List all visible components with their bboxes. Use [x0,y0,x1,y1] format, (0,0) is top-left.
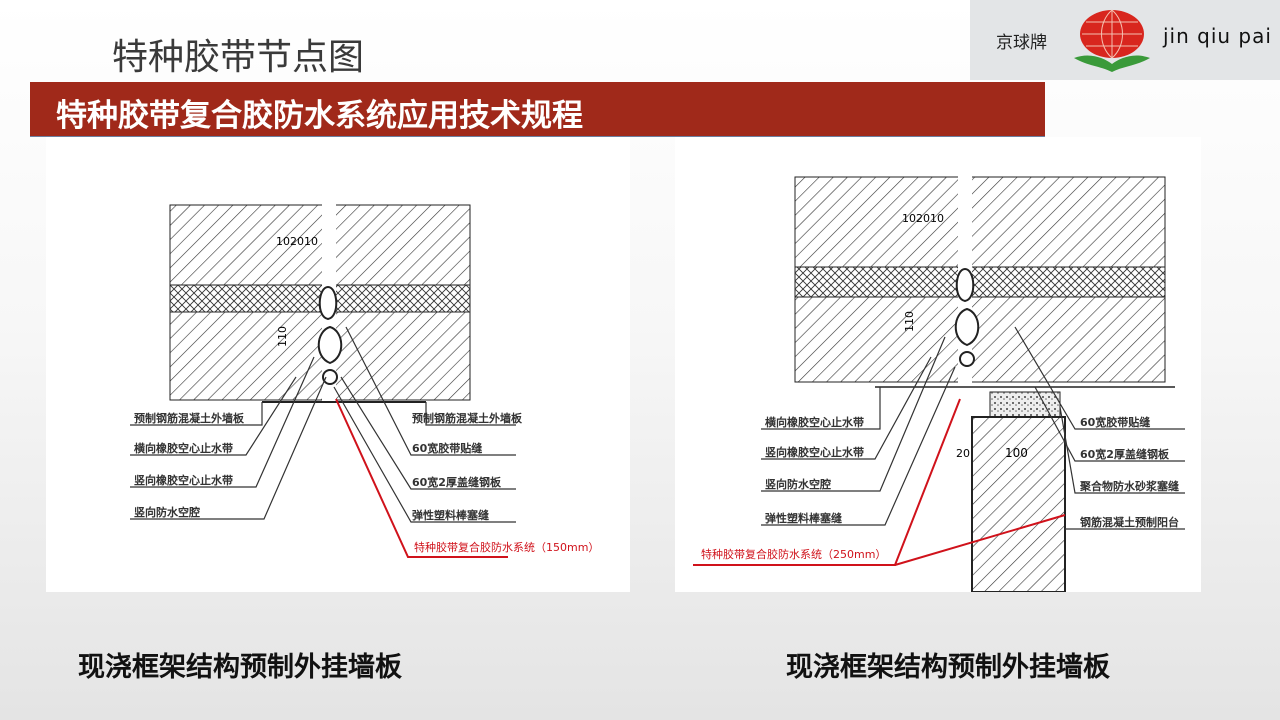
dim-label: 110 [276,326,289,347]
callout-label: 竖向防水空腔 [765,477,831,491]
red-leader-line [693,398,1066,566]
red-callout-label: 特种胶带复合胶防水系统（250mm） [701,547,886,561]
upper-concrete [794,176,1166,268]
dim-label: 10 [902,212,916,225]
dim-label: 100 [1005,446,1028,460]
hollow-waterstop [317,285,343,365]
brand-logo: 京球牌 jin qiu pai [970,0,1280,80]
callout-label: 60宽胶带贴缝 [1080,415,1150,429]
callout-label: 竖向橡胶空心止水带 [134,473,233,487]
hollow-waterstop [954,267,980,347]
dim-label: 110 [903,311,916,332]
right-caption: 现浇框架结构预制外挂墙板 [786,652,1110,683]
dim-label: 20 [290,235,304,248]
banner-title: 特种胶带复合胶防水系统应用技术规程 [56,98,583,134]
upper-concrete [169,204,471,286]
callout-label: 竖向橡胶空心止水带 [765,445,864,459]
red-callout-label: 特种胶带复合胶防水系统（150mm） [414,540,599,554]
callout-label: 60宽胶带贴缝 [412,441,482,455]
lower-concrete [169,311,471,401]
dim-label: 20 [916,212,930,225]
callout-label: 预制钢筋混凝土外墙板 [412,411,523,425]
precast-balcony [971,416,1066,592]
callout-label: 钢筋混凝土预制阳台 [1080,515,1179,529]
dim-label: 10 [930,212,944,225]
left-caption: 现浇框架结构预制外挂墙板 [78,652,402,683]
dim-label: 10 [276,235,290,248]
callout-label: 60宽2厚盖缝钢板 [412,475,502,489]
callout-label: 60宽2厚盖缝钢板 [1080,447,1170,461]
dim-label: 10 [304,235,318,248]
callout-label: 弹性塑料棒塞缝 [412,508,489,522]
callout-label: 弹性塑料棒塞缝 [765,511,842,525]
red-leader-line [335,398,508,558]
logo-en-text: jin qiu pai [1163,24,1272,48]
section-banner: 特种胶带复合胶防水系统应用技术规程 [30,82,1045,137]
callout-label: 预制钢筋混凝土外墙板 [134,411,245,425]
callout-label: 竖向防水空腔 [134,505,200,519]
globe-eagle-logo-icon [1074,9,1150,72]
logo-cn-text: 京球牌 [996,33,1047,53]
dim-label: 20 [956,447,970,460]
slide-title: 特种胶带节点图 [112,37,365,78]
insulation-band [794,266,1166,298]
lower-concrete [794,296,1166,383]
callout-label: 横向橡胶空心止水带 [134,441,233,455]
right-node-diagram: 10 20 10 110 20 100 横向橡胶空心止水带 竖向橡胶空心止水带 … [675,137,1201,592]
callout-label: 横向橡胶空心止水带 [765,415,864,429]
left-node-diagram: 10 20 10 110 预制钢筋混凝土外墙板 横向橡胶空心止水带 竖向橡胶空心… [46,137,630,592]
callout-label: 聚合物防水砂浆塞缝 [1079,479,1179,493]
